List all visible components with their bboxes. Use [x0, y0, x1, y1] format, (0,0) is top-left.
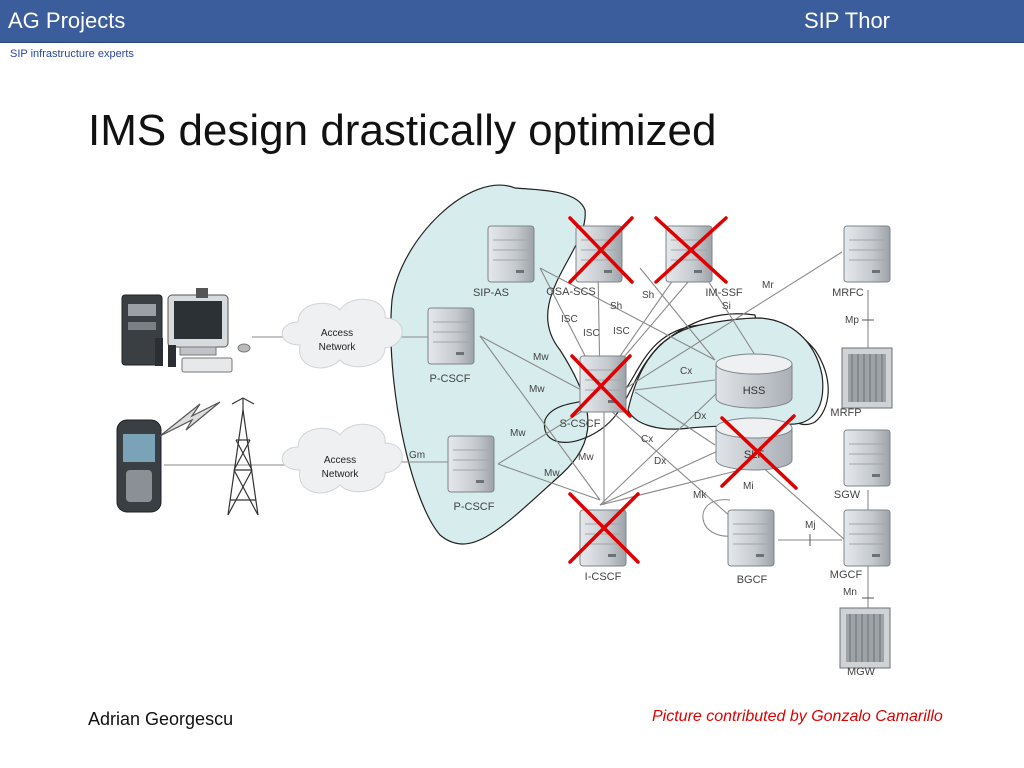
p-cscf-server-1 — [427, 307, 475, 365]
isc-label-1: ISC — [561, 314, 578, 325]
mgw-label: MGW — [847, 666, 876, 678]
sgw-server — [843, 429, 891, 487]
sh-label-1: Sh — [642, 290, 654, 301]
mw-label-3: Mw — [510, 428, 526, 439]
bgcf-label: BGCF — [737, 574, 768, 586]
dx-label-2: Dx — [654, 456, 666, 467]
cloud-1-label-line1: Access — [321, 328, 353, 339]
computer-icon — [121, 288, 251, 373]
hss-database: HSS — [715, 353, 793, 409]
antenna-tower-icon — [227, 397, 259, 516]
p-cscf-label-2: P-CSCF — [454, 501, 495, 513]
lightning-icon — [159, 401, 221, 437]
p-cscf-server-2 — [447, 435, 495, 493]
osa-scs-label: OSA-SCS — [546, 286, 596, 298]
p-cscf-label-1: P-CSCF — [430, 373, 471, 385]
cloud-2-label-line2: Network — [322, 469, 360, 480]
brand-name: AG Projects — [8, 8, 126, 33]
im-ssf-label: IM-SSF — [705, 287, 743, 299]
mi-label: Mi — [743, 481, 754, 492]
mn-label: Mn — [843, 587, 857, 598]
mk-label: Mk — [693, 490, 707, 501]
si-label: Si — [722, 301, 731, 312]
i-cscf-label: I-CSCF — [585, 571, 622, 583]
author-name: Adrian Georgescu — [88, 709, 234, 729]
cross-slf-icon — [720, 414, 798, 490]
mrfp-rack — [841, 347, 893, 409]
mgcf-label: MGCF — [830, 569, 863, 581]
picture-credit: Picture contributed by Gonzalo Camarillo — [652, 708, 943, 725]
cross-im-ssf-icon — [654, 216, 728, 284]
mw-label-2: Mw — [529, 384, 545, 395]
sh-label-2: Sh — [610, 301, 622, 312]
hss-label: HSS — [743, 385, 766, 397]
access-network-cloud-2: Access Network — [281, 423, 403, 494]
bgcf-server — [727, 509, 775, 567]
mk-loop — [702, 499, 741, 537]
slide-title: IMS design drastically optimized — [88, 106, 717, 155]
mrfc-label: MRFC — [832, 287, 864, 299]
mgcf-server — [843, 509, 891, 567]
mw-label-1: Mw — [533, 352, 549, 363]
slf-database: SLF — [715, 417, 793, 471]
cross-s-cscf-icon — [570, 354, 632, 418]
cx-label-1: Cx — [680, 366, 692, 377]
cloud-1-label-line2: Network — [319, 342, 357, 353]
gm-label: Gm — [409, 450, 425, 461]
mw-label-5: Mw — [544, 468, 560, 479]
mrfc-server — [843, 225, 891, 283]
access-network-cloud-1: Access Network — [281, 298, 403, 369]
s-cscf-label: S-CSCF — [560, 418, 601, 430]
mrfp-label: MRFP — [830, 407, 861, 419]
isc-label-3: ISC — [613, 326, 630, 337]
isc-label-2: ISC — [583, 328, 600, 339]
i-cscf-server — [579, 509, 627, 567]
mgw-rack — [839, 607, 891, 669]
mr-label: Mr — [762, 280, 774, 291]
cx-label-2: Cx — [641, 434, 653, 445]
mp-label: Mp — [845, 315, 859, 326]
mj-label: Mj — [805, 520, 816, 531]
sgw-label: SGW — [834, 489, 861, 501]
cross-i-cscf-icon — [568, 492, 640, 564]
mw-label-4: Mw — [578, 452, 594, 463]
mobile-phone-icon — [116, 419, 162, 513]
sip-as-server — [487, 225, 535, 283]
cloud-2-label-line1: Access — [324, 455, 356, 466]
header-bar: AG Projects SIP Thor — [0, 0, 1024, 43]
product-name: SIP Thor — [804, 8, 891, 33]
sip-as-label: SIP-AS — [473, 287, 509, 299]
tagline: SIP infrastructure experts — [10, 48, 134, 60]
cross-osa-scs-icon — [568, 216, 634, 284]
dx-label-1: Dx — [694, 411, 706, 422]
